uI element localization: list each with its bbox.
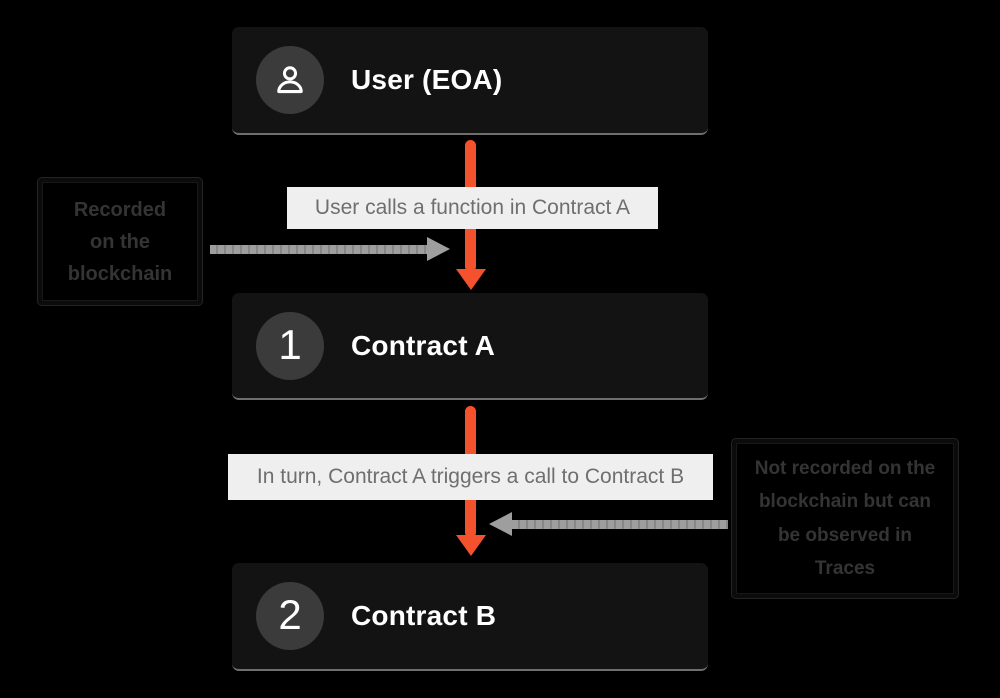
contract-a-number-circle: 1 <box>256 311 324 380</box>
node-label-contract-b: Contract B <box>351 600 497 631</box>
arrow-contract-a-to-b-head <box>456 535 486 556</box>
edge-label-text: User calls a function in Contract A <box>314 196 631 219</box>
callout-left-arrow-head <box>427 237 450 261</box>
node-contract-a: 1 Contract A <box>232 293 708 400</box>
callout-text: Not recorded on the blockchain but can b… <box>754 458 936 579</box>
contract-a-number: 1 <box>278 320 302 368</box>
node-user-eoa: User (EOA) <box>232 27 708 135</box>
edge-label-text: In turn, Contract A triggers a call to C… <box>256 465 685 488</box>
callout-right-arrow-head <box>489 512 512 536</box>
contract-b-number: 2 <box>278 591 302 638</box>
contract-b-number-circle: 2 <box>256 582 324 650</box>
user-avatar-circle <box>256 46 324 114</box>
edge-label-user-calls-contract-a: User calls a function in Contract A <box>287 187 658 229</box>
callout-recorded-on-blockchain: Recorded on the blockchain <box>38 178 202 305</box>
callout-right-arrow-line <box>512 520 728 529</box>
callout-left-arrow-line <box>210 245 428 254</box>
callout-not-recorded-traces: Not recorded on the blockchain but can b… <box>732 439 958 598</box>
node-label-user-eoa: User (EOA) <box>351 64 503 95</box>
callout-text: Recorded on the blockchain <box>67 198 173 285</box>
user-icon <box>277 66 303 94</box>
arrow-user-to-contract-a-head <box>456 269 486 290</box>
edge-label-contract-a-triggers-b: In turn, Contract A triggers a call to C… <box>228 454 713 500</box>
node-label-contract-a: Contract A <box>351 329 496 361</box>
node-contract-b: 2 Contract B <box>232 563 708 671</box>
